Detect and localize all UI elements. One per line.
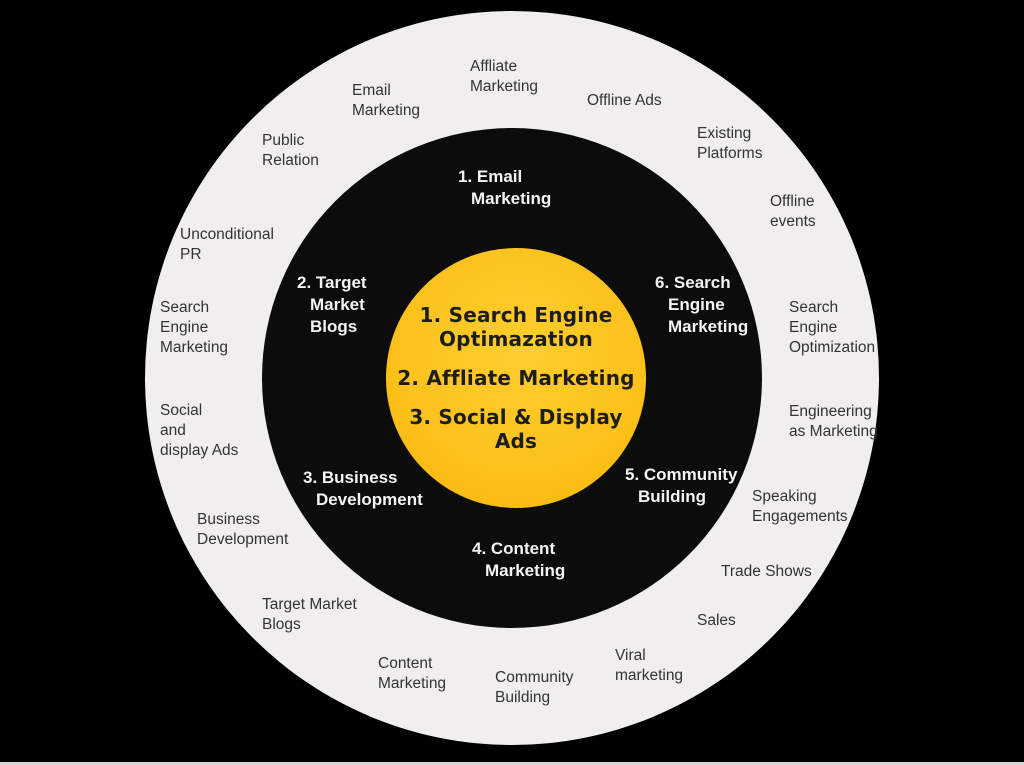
outer-label-target-market-blogs: Target Market Blogs <box>262 596 357 633</box>
outer-label-search-engine-optimization: Search Engine Optimization <box>789 299 876 356</box>
outer-label-offline-ads: Offline Ads <box>587 92 662 109</box>
outer-label-speaking-engagements: Speaking Engagements <box>752 488 848 525</box>
inner-label-2-target-market-blogs: 2. Target Market Blogs <box>297 273 367 337</box>
outer-label-sales: Sales <box>697 612 736 629</box>
outer-label-trade-shows: Trade Shows <box>721 563 812 580</box>
center-item-2-affliate-marketing: 2. Affliate Marketing <box>397 366 635 390</box>
center-item-3-social-display-ads: 3. Social & Display Ads <box>409 405 623 453</box>
outer-label-content-marketing: Content Marketing <box>378 655 447 692</box>
outer-label-business-development: Business Development <box>197 511 289 548</box>
outer-label-existing-platforms: Existing Platforms <box>697 125 763 162</box>
outer-label-search-engine-marketing: Search Engine Marketing <box>160 299 229 356</box>
center-item-1-search-engine-optimazation: 1. Search Engine Optimazation <box>419 303 613 351</box>
inner-label-5-community-building: 5. Community Building <box>625 465 738 507</box>
outer-label-email-marketing: Email Marketing <box>352 82 421 119</box>
outer-label-viral-marketing: Viral marketing <box>615 647 684 684</box>
inner-label-6-search-engine-marketing: 6. Search Engine Marketing <box>655 273 749 337</box>
outer-label-community-building: Community Building <box>495 669 574 706</box>
inner-label-3-business-development: 3. Business Development <box>303 468 423 510</box>
bottom-edge-strip <box>0 762 1024 765</box>
outer-label-engineering-as-marketing: Engineering as Marketing <box>789 403 878 440</box>
outer-label-offline-events: Offline events <box>770 193 816 230</box>
inner-label-4-content-marketing: 4. Content Marketing <box>472 539 566 581</box>
outer-label-public-relation: Public Relation <box>262 132 319 169</box>
inner-label-1-email-marketing: 1. Email Marketing <box>458 167 552 209</box>
center-circle: 1. Search Engine Optimazation 2. Affliat… <box>386 248 646 508</box>
outer-label-affliate-marketing: Affliate Marketing <box>470 58 539 95</box>
outer-label-social-display-ads: Social and display Ads <box>160 402 239 459</box>
outer-label-unconditional-pr: Unconditional PR <box>180 226 274 263</box>
